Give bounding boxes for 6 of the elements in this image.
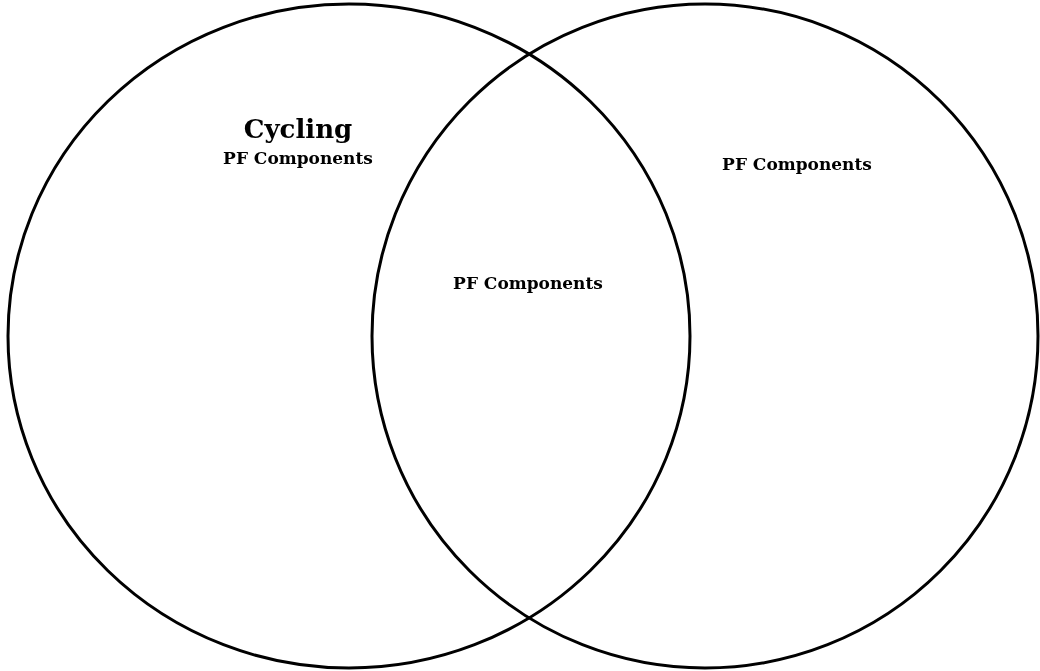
set-subheading: PF Components xyxy=(721,154,873,174)
set-ellipse xyxy=(6,2,692,670)
set-ellipse xyxy=(370,2,1040,670)
set-heading: Cycling xyxy=(242,114,354,144)
overlap-label: PF Components xyxy=(452,273,604,295)
set-subheading: PF Components xyxy=(222,148,374,168)
